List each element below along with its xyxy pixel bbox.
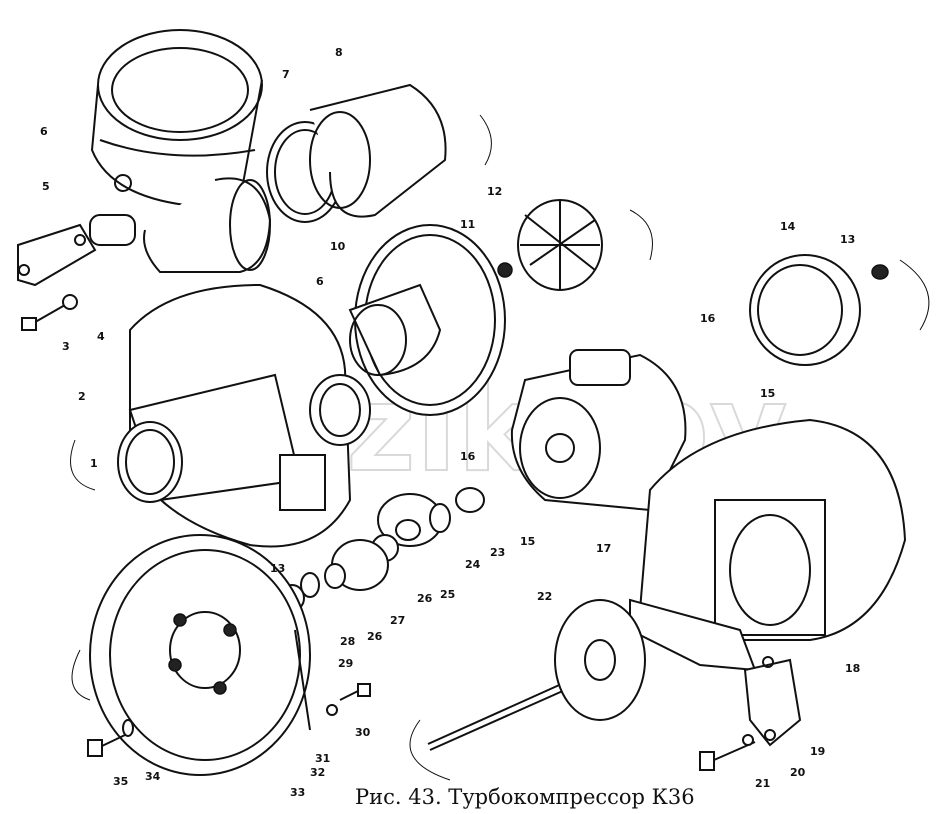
part-compressor-ring xyxy=(749,254,889,366)
callout-labels: 1 2 3 4 5 6 6 7 8 10 11 12 13 13 14 15 1… xyxy=(40,46,860,799)
callout-18: 18 xyxy=(845,662,860,675)
part-elbow-housing xyxy=(90,29,272,273)
callout-33: 33 xyxy=(290,786,305,799)
callout-4: 4 xyxy=(97,330,105,343)
callout-13: 13 xyxy=(840,233,855,246)
callout-19: 19 xyxy=(810,745,825,758)
callout-31: 31 xyxy=(315,752,330,765)
part-turbine-flange xyxy=(348,224,506,416)
callout-16: 16 xyxy=(700,312,716,325)
callout-21: 21 xyxy=(755,777,770,790)
callout-3: 3 xyxy=(62,340,70,353)
callout-32: 32 xyxy=(310,766,325,779)
callout-23: 23 xyxy=(490,546,505,559)
part-bolt-21 xyxy=(699,734,756,771)
part-turbine-shaft xyxy=(427,599,646,751)
callout-6: 6 xyxy=(40,125,48,138)
callout-5: 5 xyxy=(42,180,50,193)
callout-24: 24 xyxy=(465,558,481,571)
callout-27: 27 xyxy=(390,614,405,627)
callout-13b: 13 xyxy=(270,562,285,575)
part-bolt-29 xyxy=(326,683,371,716)
part-hose-sleeve xyxy=(266,83,447,223)
part-center-housing xyxy=(510,349,687,512)
rotation-arrows xyxy=(70,114,930,781)
callout-15: 15 xyxy=(760,387,775,400)
part-bracket xyxy=(17,214,136,287)
figure-caption: Рис. 43. Турбокомпрессор К36 xyxy=(355,785,695,809)
callout-16b: 16 xyxy=(460,450,476,463)
callout-15b: 15 xyxy=(520,535,535,548)
callout-29: 29 xyxy=(338,657,353,670)
callout-6b: 6 xyxy=(316,275,324,288)
part-bolt-35 xyxy=(87,719,134,757)
part-lock-plate xyxy=(743,656,802,747)
callout-26: 26 xyxy=(417,592,433,605)
callout-14: 14 xyxy=(780,220,796,233)
callout-25: 25 xyxy=(440,588,455,601)
part-turbine-housing xyxy=(629,418,907,672)
callout-34: 34 xyxy=(145,770,161,783)
part-back-plate xyxy=(89,534,311,776)
callout-10: 10 xyxy=(330,240,346,253)
callout-22: 22 xyxy=(537,590,552,603)
callout-11: 11 xyxy=(460,218,475,231)
callout-17: 17 xyxy=(596,542,611,555)
part-bolt-and-washer xyxy=(21,294,78,331)
callout-26b: 26 xyxy=(367,630,383,643)
part-compressor-housing xyxy=(117,283,371,548)
callout-2: 2 xyxy=(78,390,86,403)
callout-30: 30 xyxy=(355,726,371,739)
callout-7: 7 xyxy=(282,68,290,81)
part-compressor-wheel xyxy=(497,199,603,291)
callout-8: 8 xyxy=(335,46,343,59)
callout-12: 12 xyxy=(487,185,502,198)
callout-35: 35 xyxy=(113,775,128,788)
callout-1: 1 xyxy=(90,457,98,470)
callout-20: 20 xyxy=(790,766,806,779)
callout-28: 28 xyxy=(340,635,355,648)
